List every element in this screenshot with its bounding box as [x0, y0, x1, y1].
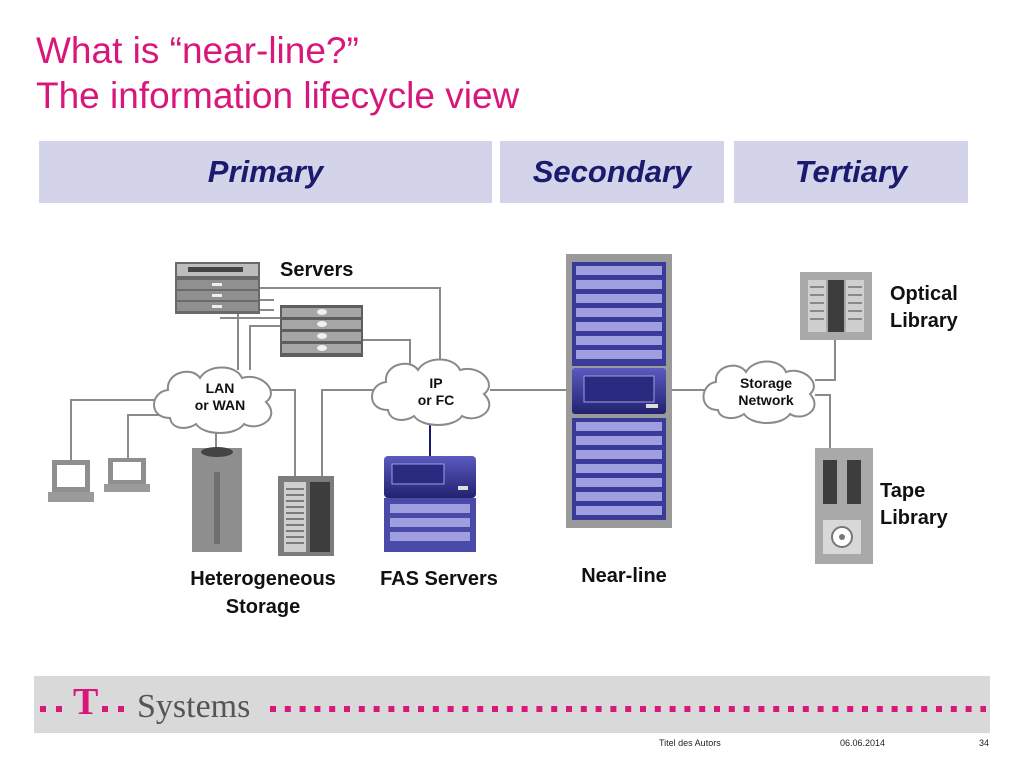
brand-dot	[876, 706, 883, 712]
tier-primary: Primary	[39, 141, 492, 203]
footer-page-number: 34	[979, 738, 990, 748]
footer-brand-band	[34, 676, 990, 733]
brand-dot	[980, 706, 986, 712]
brand-dot	[625, 706, 632, 712]
title-line-2: The information lifecycle view	[36, 75, 520, 116]
slide-title: What is “near-line?” The information lif…	[36, 28, 519, 118]
ip-label-line-2: or FC	[417, 392, 455, 408]
optical-line-1: Optical	[890, 283, 958, 305]
brand-dot	[329, 706, 336, 712]
brand-dot	[921, 706, 928, 712]
brand-dot	[640, 706, 646, 712]
brand-dot	[358, 706, 365, 712]
brand-dot	[344, 706, 350, 712]
lan-label-line-1: LAN	[205, 380, 235, 396]
tape-line-2: Library	[880, 507, 948, 529]
brand-dot	[314, 706, 321, 712]
brand-dot	[832, 706, 839, 712]
tier-tertiary: Tertiary	[734, 141, 968, 203]
brand-dot	[521, 706, 528, 712]
storage-network-label: Storage Network	[722, 375, 810, 409]
brand-dot	[447, 706, 454, 712]
brand-dot	[714, 706, 720, 712]
brand-dot	[477, 706, 484, 712]
brand-dot	[536, 706, 543, 712]
storage-network-cloud-icon	[702, 360, 816, 424]
servers-label: Servers	[280, 259, 354, 281]
brand-dot	[936, 706, 942, 712]
brand-dot	[299, 706, 306, 712]
brand-dot	[595, 706, 602, 712]
nearline-label: Near-line	[581, 565, 667, 587]
brand-dot	[773, 706, 780, 712]
brand-dot	[802, 706, 809, 712]
server-stack-icon	[280, 305, 363, 357]
brand-dot	[551, 706, 558, 712]
brand-dot	[492, 706, 498, 712]
footer-date: 06.06.2014	[840, 738, 886, 748]
computer-monitor-icon	[104, 458, 150, 492]
brand-dot	[388, 706, 395, 712]
footer-author: Titel des Autors	[659, 738, 721, 748]
brand-dot	[506, 706, 513, 712]
server-rack-icon	[175, 262, 260, 314]
ip-cloud-icon	[371, 358, 491, 426]
brand-dot	[862, 706, 868, 712]
brand-dot	[758, 706, 765, 712]
brand-dot	[418, 706, 424, 712]
ip-label: IP or FC	[392, 375, 480, 409]
ip-label-line-1: IP	[429, 375, 443, 391]
storage-network-line-1: Storage	[739, 375, 793, 391]
storage-network-line-2: Network	[738, 392, 794, 408]
brand-name: Systems	[137, 688, 251, 725]
brand-dot	[654, 706, 661, 712]
brand-dot	[284, 706, 291, 712]
lan-label-line-2: or WAN	[194, 397, 246, 413]
heterogeneous-storage-label: Heterogeneous Storage	[170, 565, 356, 621]
brand-dot	[950, 706, 957, 712]
lan-cloud-icon	[153, 366, 273, 434]
fas-server-icon	[384, 456, 476, 552]
computer-monitor-icon	[48, 460, 94, 502]
title-line-1: What is “near-line?”	[36, 30, 359, 71]
optical-library-icon	[800, 272, 872, 340]
brand-dot	[847, 706, 854, 712]
brand-dot	[403, 706, 410, 712]
brand-dot	[891, 706, 898, 712]
storage-tower-icon	[192, 447, 242, 552]
optical-library-label: Optical Library	[890, 281, 958, 335]
nearline-cabinet-icon	[566, 254, 672, 528]
fas-servers-label: FAS Servers	[380, 568, 498, 590]
brand-dot	[373, 706, 380, 712]
heterogeneous-line-2: Storage	[225, 596, 301, 618]
brand-logo-letter: T	[73, 681, 99, 723]
optical-line-2: Library	[890, 310, 958, 332]
brand-dot	[699, 706, 706, 712]
brand-dot	[610, 706, 617, 712]
brand-dot	[817, 706, 824, 712]
heterogeneous-line-1: Heterogeneous	[190, 568, 336, 590]
storage-array-icon	[278, 476, 334, 556]
tape-line-1: Tape	[880, 480, 926, 502]
brand-dot	[906, 706, 913, 712]
brand-dot	[669, 706, 676, 712]
brand-dot	[684, 706, 691, 712]
brand-dot	[432, 706, 439, 712]
brand-dot	[462, 706, 469, 712]
brand-dot	[788, 706, 794, 712]
brand-dot	[580, 706, 587, 712]
brand-dot	[743, 706, 750, 712]
lan-label: LAN or WAN	[176, 380, 264, 414]
brand-dots-decoration	[40, 706, 986, 712]
tier-secondary: Secondary	[500, 141, 724, 203]
brand-dot	[270, 706, 276, 712]
brand-dot	[728, 706, 735, 712]
tape-library-icon	[815, 448, 873, 564]
tape-library-label: Tape Library	[880, 478, 948, 532]
brand-dot	[566, 706, 572, 712]
brand-dot	[965, 706, 972, 712]
